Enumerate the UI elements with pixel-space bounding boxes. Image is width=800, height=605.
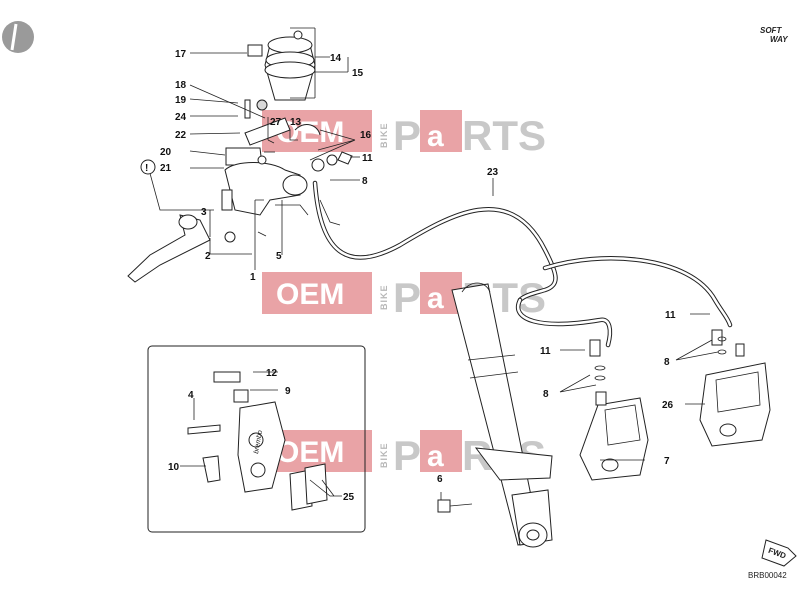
callout-6[interactable]: 6 bbox=[437, 474, 443, 485]
leader-lines bbox=[147, 27, 719, 500]
callout-2[interactable]: 2 bbox=[205, 251, 211, 262]
watermark-a: a bbox=[427, 120, 444, 153]
watermark-oem: OEM bbox=[276, 436, 344, 469]
warning-marker-label: ! bbox=[145, 163, 148, 174]
watermark-row-1: OEM BIKE P a RTS bbox=[262, 110, 546, 159]
watermark-a: a bbox=[427, 440, 444, 473]
callout-27[interactable]: 27 bbox=[270, 117, 282, 128]
watermark-a: a bbox=[427, 282, 444, 315]
watermark-p: P bbox=[393, 112, 421, 159]
callout-7[interactable]: 7 bbox=[664, 456, 670, 467]
watermark-bike: BIKE bbox=[379, 122, 389, 148]
callout-13[interactable]: 13 bbox=[290, 117, 302, 128]
brake-hose bbox=[312, 180, 733, 348]
callout-12[interactable]: 12 bbox=[266, 368, 278, 379]
callout-20[interactable]: 20 bbox=[160, 147, 172, 158]
callout-labels: 17 14 15 18 19 24 27 13 22 16 20 11 21 2… bbox=[160, 49, 676, 503]
master-cylinder bbox=[221, 30, 353, 243]
brake-lever bbox=[127, 214, 211, 283]
callout-19[interactable]: 19 bbox=[175, 95, 187, 106]
caliper-front-left bbox=[437, 339, 649, 513]
callout-9[interactable]: 9 bbox=[285, 386, 291, 397]
forward-arrow-icon: FWD bbox=[761, 539, 797, 567]
callout-11-right[interactable]: 11 bbox=[665, 310, 676, 321]
watermark-p: P bbox=[393, 432, 421, 479]
oval-slash-icon bbox=[2, 21, 34, 53]
callout-4[interactable]: 4 bbox=[188, 390, 194, 401]
callout-14[interactable]: 14 bbox=[330, 53, 342, 64]
callout-1[interactable]: 1 bbox=[250, 272, 256, 283]
callout-15[interactable]: 15 bbox=[352, 68, 364, 79]
callout-23[interactable]: 23 bbox=[487, 167, 499, 178]
watermark-oem: OEM bbox=[276, 278, 344, 311]
logo-bottom: WAY bbox=[770, 35, 788, 44]
callout-16[interactable]: 16 bbox=[360, 130, 372, 141]
warning-marker: ! bbox=[140, 159, 156, 175]
callout-10[interactable]: 10 bbox=[168, 462, 180, 473]
callout-18[interactable]: 18 bbox=[175, 80, 187, 91]
watermark-bike: BIKE bbox=[379, 284, 389, 310]
watermark-p: P bbox=[393, 274, 421, 321]
callout-3[interactable]: 3 bbox=[201, 207, 207, 218]
callout-8-top[interactable]: 8 bbox=[362, 176, 368, 187]
callout-8-mid[interactable]: 8 bbox=[543, 389, 549, 400]
callout-5[interactable]: 5 bbox=[276, 251, 282, 262]
callout-21[interactable]: 21 bbox=[160, 163, 172, 174]
logo-top: SOFT bbox=[760, 26, 782, 35]
front-fork bbox=[451, 282, 553, 548]
watermark-rts: RTS bbox=[462, 112, 546, 159]
diagram-code: BRB00042 bbox=[748, 571, 787, 580]
caliper-rear-right bbox=[699, 329, 771, 447]
callout-25[interactable]: 25 bbox=[343, 492, 355, 503]
callout-22[interactable]: 22 bbox=[175, 130, 187, 141]
callout-24[interactable]: 24 bbox=[175, 112, 187, 123]
watermark-row-2: OEM BIKE P a RTS bbox=[262, 272, 546, 321]
watermark-bike: BIKE bbox=[379, 442, 389, 468]
caliper-brand: brembo bbox=[253, 430, 264, 455]
callout-11-mid[interactable]: 11 bbox=[540, 346, 551, 357]
softway-logo: SOFT WAY bbox=[760, 26, 788, 44]
callout-26[interactable]: 26 bbox=[662, 400, 674, 411]
inset-box bbox=[147, 345, 366, 533]
callout-11-top[interactable]: 11 bbox=[362, 153, 373, 164]
callout-17[interactable]: 17 bbox=[175, 49, 187, 60]
callout-8-right[interactable]: 8 bbox=[664, 357, 670, 368]
